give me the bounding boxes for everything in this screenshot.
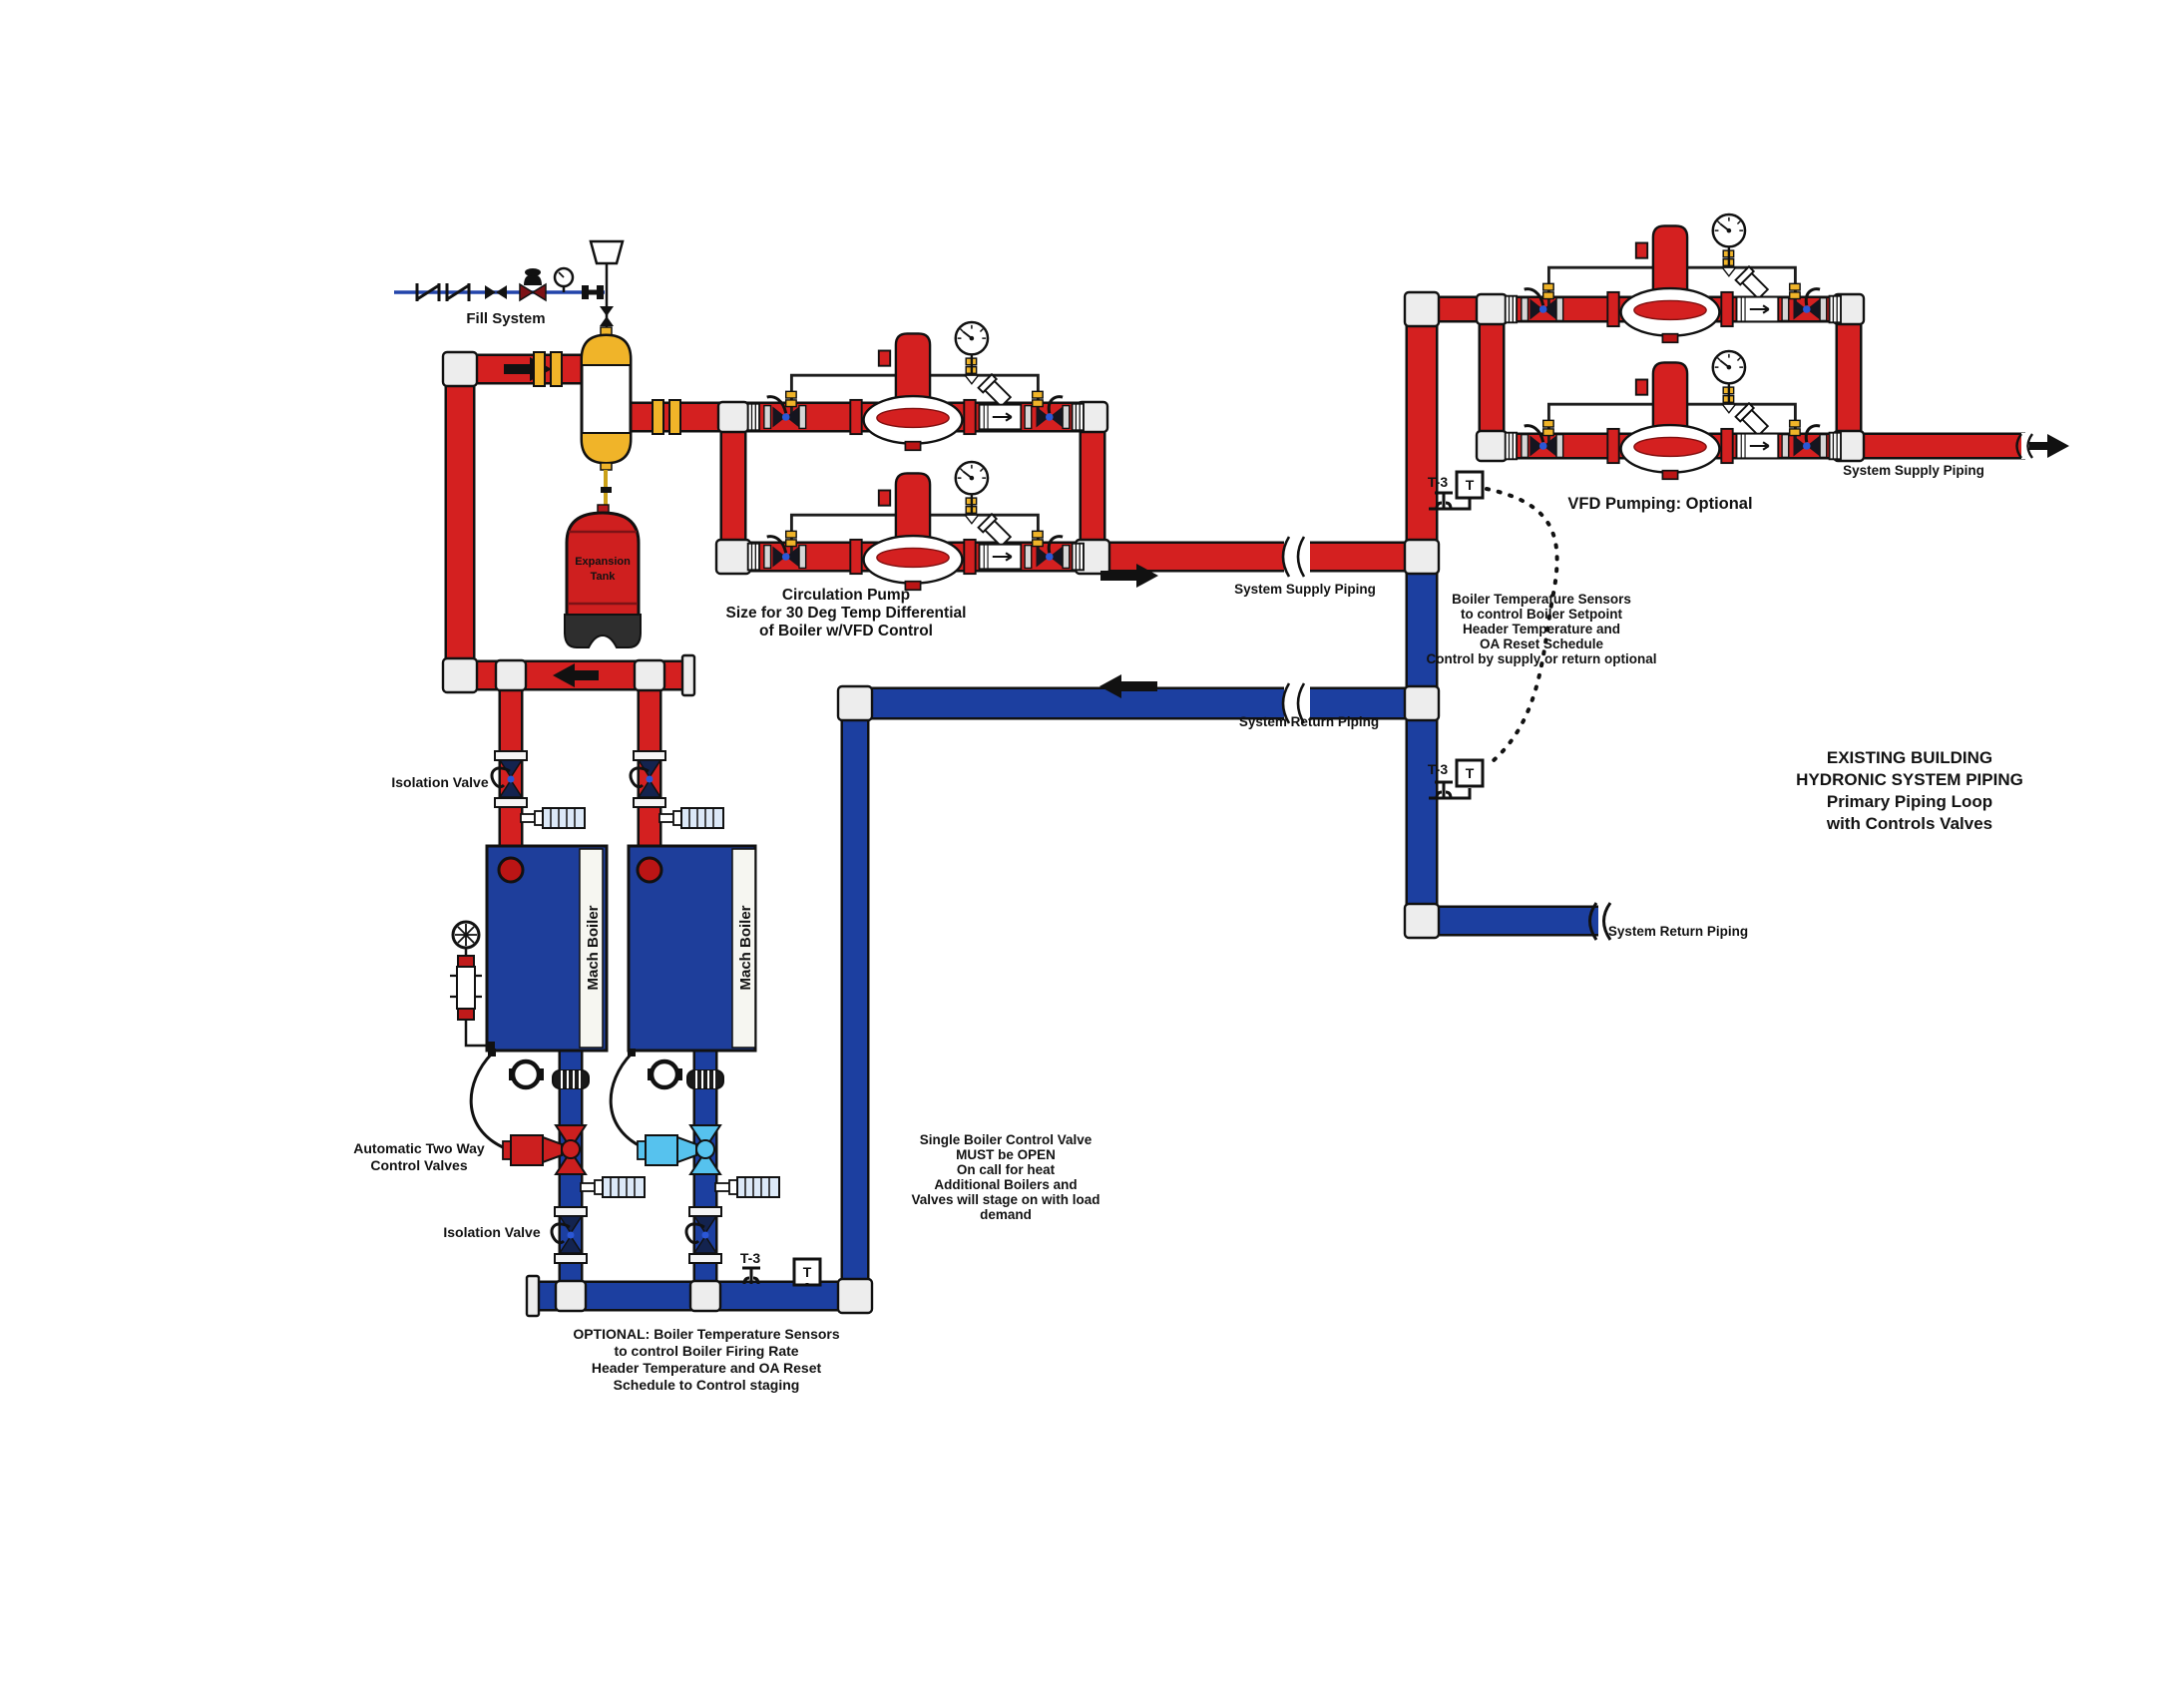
automatic-valve-label: Automatic Two Way (353, 1140, 485, 1156)
sensor-control-wire-dotted (1485, 487, 1559, 768)
t3-sensor-boiler-header: T T-3 (740, 1250, 822, 1287)
circulation-pump-note: Size for 30 Deg Temp Differential (726, 605, 967, 622)
system-supply-label-mid: System Supply Piping (1234, 582, 1376, 597)
union-icon (582, 285, 604, 299)
boiler-name-label: Mach Boiler (585, 905, 602, 990)
valve-icon (600, 306, 614, 326)
boiler-1: Mach Boiler (485, 844, 609, 1053)
vfd-pump-1 (1504, 212, 1843, 344)
expansion-tank-label: Tank (591, 571, 617, 583)
isolation-valve-label-top: Isolation Valve (391, 774, 488, 790)
supply-inlet-port (497, 856, 525, 884)
optional-sensors-note: to control Boiler Firing Rate (614, 1343, 798, 1359)
pressure-reducing-valve-icon (519, 268, 547, 302)
boiler-gauge-assembly (450, 920, 495, 1051)
optional-sensors-note: Header Temperature and OA Reset (592, 1360, 822, 1376)
flow-arrow-left-icon (553, 663, 599, 687)
t3-tag: T-3 (740, 1250, 760, 1266)
boiler-name-label: Mach Boiler (737, 905, 754, 990)
expansion-tank: Expansion Tank (564, 504, 642, 648)
vfd-pump-2 (1504, 349, 1843, 481)
flow-arrow-right-icon (2029, 434, 2069, 458)
single-boiler-note: Valves will stage on with load (911, 1192, 1099, 1207)
pressure-gauge-icon (553, 266, 575, 292)
t3-tag: T-3 (1428, 761, 1448, 777)
temperature-well-return-2 (714, 1176, 780, 1198)
circulation-pump-note: Circulation Pump (782, 587, 910, 604)
boiler-sensors-note: Control by supply or return optional (1427, 651, 1657, 666)
diagram-title: HYDRONIC SYSTEM PIPING (1796, 770, 2023, 789)
boiler-ports (509, 1059, 682, 1090)
vfd-pumping-note: VFD Pumping: Optional (1567, 495, 1752, 513)
system-return-label-mid: System Return Piping (1239, 714, 1379, 729)
flow-arrow-left-icon (1099, 674, 1157, 698)
supply-inlet-port (636, 856, 663, 884)
automatic-valve-label: Control Valves (370, 1157, 467, 1173)
boiler-2: Mach Boiler (627, 844, 757, 1053)
boiler-sensors-note: OA Reset Schedule (1480, 636, 1604, 651)
ball-valve-icon (485, 285, 507, 299)
control-valve-boiler-1 (502, 1124, 588, 1175)
single-boiler-note: MUST be OPEN (956, 1147, 1056, 1162)
air-separator (580, 326, 633, 512)
t3-sensor-return: T T-3 (1428, 758, 1485, 800)
single-boiler-note: Single Boiler Control Valve (920, 1132, 1092, 1147)
system-return-label-bottom-right: System Return Piping (1608, 924, 1748, 939)
boiler-sensors-note: to control Boiler Setpoint (1461, 607, 1622, 622)
flow-arrow-right-icon (1100, 564, 1158, 588)
t-box-label: T (803, 1264, 812, 1280)
diagram-title: with Controls Valves (1826, 814, 1992, 833)
single-boiler-note: On call for heat (957, 1162, 1056, 1177)
fill-system (394, 239, 625, 339)
circulation-pump-note: of Boiler w/VFD Control (759, 623, 933, 639)
optional-sensors-note: Schedule to Control staging (614, 1377, 800, 1393)
control-valve-boiler-2 (637, 1124, 722, 1175)
system-supply-label-right: System Supply Piping (1843, 463, 1984, 478)
t-box-label: T (1466, 477, 1475, 493)
temperature-well-return-1 (580, 1176, 646, 1198)
supply-piping-red (444, 295, 2025, 850)
diagram-title: Primary Piping Loop (1827, 792, 1992, 811)
boiler-sensors-note: Header Temperature and (1463, 622, 1620, 636)
single-boiler-note: demand (980, 1207, 1032, 1222)
boiler-sensors-note: Boiler Temperature Sensors (1452, 592, 1631, 607)
t-box-label: T (1466, 765, 1475, 781)
expansion-tank-label: Expansion (575, 556, 631, 568)
temperature-well-supply-1 (520, 807, 586, 829)
control-wires (469, 1049, 644, 1149)
fill-system-label: Fill System (466, 310, 545, 327)
temperature-well-supply-2 (658, 807, 724, 829)
pipe-end-break (1588, 433, 2033, 941)
diagram-title: EXISTING BUILDING (1827, 748, 1992, 767)
air-vent-icon (589, 239, 625, 292)
optional-sensors-note: OPTIONAL: Boiler Temperature Sensors (573, 1326, 840, 1342)
t3-sensor-supply: T T-3 (1428, 470, 1485, 511)
isolation-valve-label-bottom: Isolation Valve (443, 1224, 540, 1240)
single-boiler-note: Additional Boilers and (934, 1177, 1077, 1192)
t3-tag: T-3 (1428, 474, 1448, 490)
